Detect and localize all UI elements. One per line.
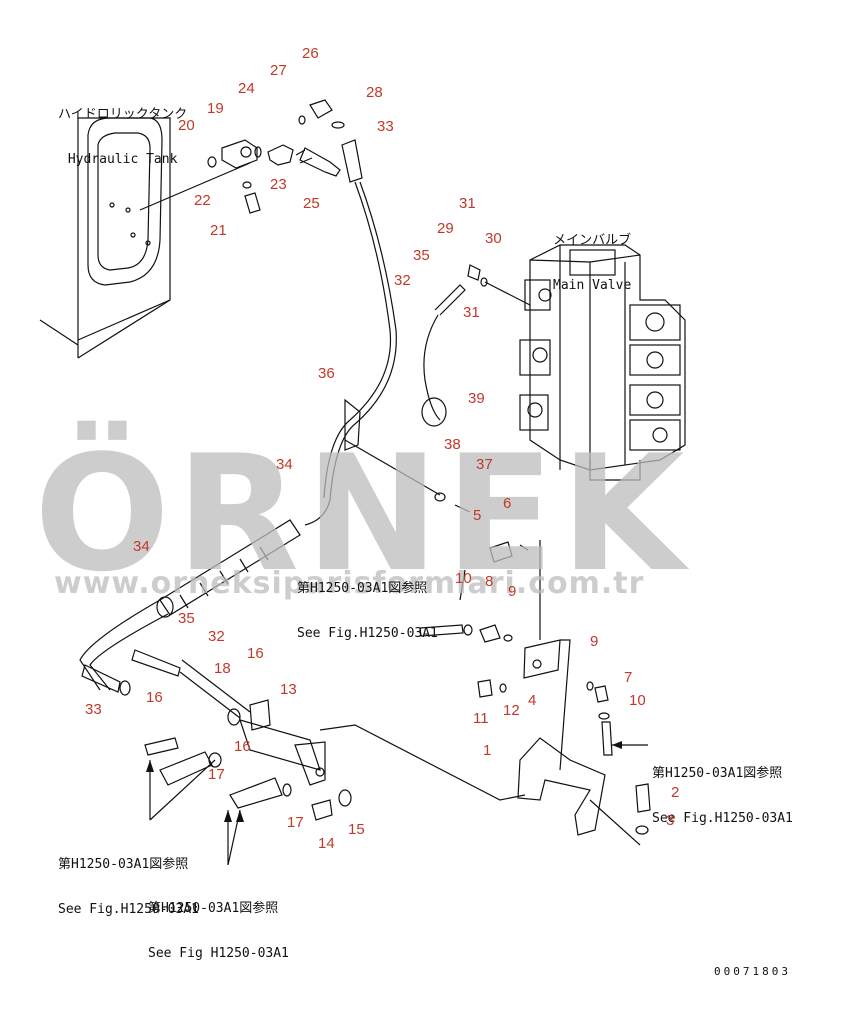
part-label: 20 xyxy=(178,117,195,134)
part-label: 24 xyxy=(238,80,255,97)
reference-note-jp: 第H1250-03A1図参照 xyxy=(58,856,189,872)
reference-note: 第H1250-03A1図参照 See Fig.H1250-03A1 xyxy=(297,552,438,672)
part-label: 34 xyxy=(133,538,150,555)
part-label: 37 xyxy=(476,456,493,473)
part-label: 38 xyxy=(444,436,461,453)
part-label: 34 xyxy=(276,456,293,473)
part-label: 16 xyxy=(146,689,163,706)
part-label: 39 xyxy=(468,390,485,407)
reference-note-jp: 第H1250-03A1図参照 xyxy=(148,900,279,916)
main-valve-title-en: Main Valve xyxy=(553,277,632,293)
part-label: 35 xyxy=(178,610,195,627)
part-label: 32 xyxy=(394,272,411,289)
reference-arrows xyxy=(149,569,648,866)
part-label: 21 xyxy=(210,222,227,239)
reference-note-jp: 第H1250-03A1図参照 xyxy=(297,580,428,596)
part-label: 17 xyxy=(287,814,304,831)
hydraulic-tank-title-en: Hydraulic Tank xyxy=(67,151,178,167)
part-label: 4 xyxy=(528,692,537,709)
tank-fittings-drawing xyxy=(207,99,397,425)
reference-note: 第H1250-03A1図参照 See Fig.H1250-03A1 xyxy=(58,828,199,948)
part-label: 31 xyxy=(459,195,476,212)
part-label: 3 xyxy=(666,812,675,829)
left-hoses-drawing xyxy=(79,519,301,719)
part-label: 16 xyxy=(234,738,251,755)
part-label: 13 xyxy=(280,681,297,698)
main-valve-title-jp: メインバルブ xyxy=(553,232,632,248)
reference-note-jp: 第H1250-03A1図参照 xyxy=(652,765,783,781)
watermark-brand: ÖRNEK xyxy=(34,420,691,607)
part-label: 27 xyxy=(270,62,287,79)
part-label: 28 xyxy=(366,84,383,101)
part-label: 9 xyxy=(508,583,517,600)
part-label: 25 xyxy=(303,195,320,212)
part-label: 22 xyxy=(194,192,211,209)
part-label: 32 xyxy=(208,628,225,645)
part-label: 30 xyxy=(485,230,502,247)
part-label: 1 xyxy=(483,742,492,759)
hydraulic-tank-title-jp: ハイドロリックタンク xyxy=(58,106,188,122)
part-label: 7 xyxy=(624,669,633,686)
part-label: 2 xyxy=(671,784,680,801)
reference-note-en: See Fig.H1250-03A1 xyxy=(58,901,199,917)
part-label: 35 xyxy=(413,247,430,264)
part-label: 29 xyxy=(437,220,454,237)
hydraulic-tank-drawing xyxy=(39,117,251,359)
part-label: 33 xyxy=(85,701,102,718)
reference-note: 第H1250-03A1図参照 See Fig.H1250-03A1 xyxy=(652,737,793,857)
valve-hoses-drawing xyxy=(304,264,488,526)
part-label: 26 xyxy=(302,45,319,62)
part-label: 17 xyxy=(208,766,225,783)
part-label: 9 xyxy=(590,633,599,650)
watermark-url: www.orneksiparisformlari.com.tr xyxy=(54,566,645,601)
part-label: 10 xyxy=(629,692,646,709)
part-label: 33 xyxy=(377,118,394,135)
part-label: 16 xyxy=(247,645,264,662)
part-label: 19 xyxy=(207,100,224,117)
part-label: 5 xyxy=(473,507,482,524)
part-label: 14 xyxy=(318,835,335,852)
reference-note: 第H1250-03A1図参照 See Fig H1250-03A1 xyxy=(148,872,289,992)
part-label: 36 xyxy=(318,365,335,382)
part-label: 6 xyxy=(503,495,512,512)
main-valve-drawing xyxy=(484,244,686,481)
reference-note-en: See Fig.H1250-03A1 xyxy=(652,810,793,826)
bracket-assembly-drawing xyxy=(419,540,651,846)
reference-note-en: See Fig.H1250-03A1 xyxy=(297,625,438,641)
reference-note-en: See Fig H1250-03A1 xyxy=(148,945,289,961)
part-label: 10 xyxy=(455,570,472,587)
part-label: 8 xyxy=(485,573,494,590)
part-label: 18 xyxy=(214,660,231,677)
hydraulic-tank-title: ハイドロリックタンク Hydraulic Tank xyxy=(58,78,187,198)
part-label: 31 xyxy=(463,304,480,321)
drawing-number: 00071803 xyxy=(714,965,791,978)
part-label: 23 xyxy=(270,176,287,193)
part-label: 15 xyxy=(348,821,365,838)
lower-block-drawing xyxy=(144,699,526,821)
part-label: 11 xyxy=(473,710,489,727)
part-label: 12 xyxy=(503,702,520,719)
main-valve-title: メインバルブ Main Valve xyxy=(553,204,631,324)
